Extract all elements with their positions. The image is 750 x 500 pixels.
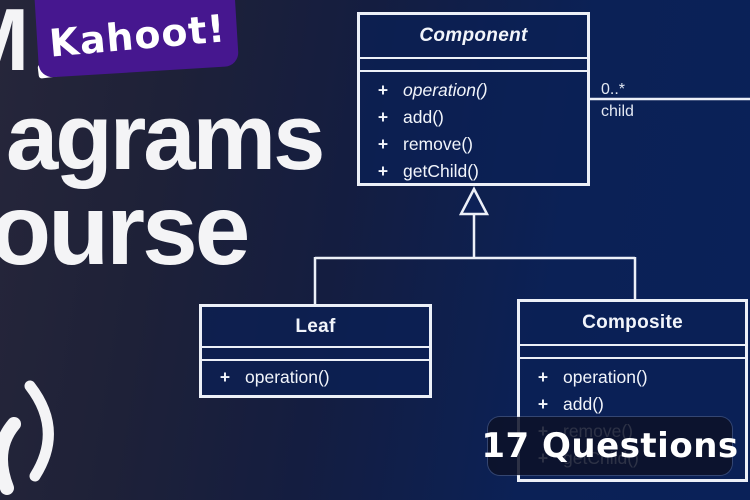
- class-methods-section: + operation() + add() + remove() + getCh…: [360, 72, 587, 185]
- method-row: + add(): [520, 391, 745, 418]
- headline-letter-fragment: M: [0, 0, 29, 84]
- method-name: operation(): [563, 367, 648, 387]
- method-row: + getChild(): [360, 158, 587, 185]
- method-row: + operation(): [360, 77, 587, 104]
- method-row: + operation(): [202, 361, 429, 394]
- question-count-label: 17 Questions: [481, 426, 739, 466]
- method-name: add(): [563, 394, 604, 414]
- class-title: Composite: [520, 302, 745, 346]
- visibility-plus-icon: +: [377, 134, 389, 154]
- method-name: operation(): [403, 80, 488, 100]
- method-row: + remove(): [360, 131, 587, 158]
- visibility-plus-icon: +: [377, 107, 389, 127]
- class-title: Leaf: [202, 307, 429, 348]
- question-count-badge: 17 Questions: [481, 417, 738, 475]
- inheritance-triangle-icon: [458, 186, 490, 216]
- visibility-plus-icon: +: [219, 367, 231, 387]
- uml-class-component: Component + operation() + add() + remove…: [357, 12, 590, 186]
- method-row: + operation(): [520, 364, 745, 391]
- visibility-plus-icon: +: [377, 80, 389, 100]
- class-attributes-section: [360, 59, 587, 72]
- method-name: add(): [403, 107, 444, 127]
- visibility-plus-icon: +: [377, 161, 389, 181]
- class-attributes-section: [202, 348, 429, 361]
- quote-fragment-shape: [0, 417, 21, 495]
- closing-paren-shape: [24, 380, 54, 482]
- method-row: + add(): [360, 104, 587, 131]
- class-attributes-section: [520, 346, 745, 359]
- association-role-label: child: [601, 103, 634, 120]
- class-title: Component: [360, 15, 587, 59]
- association-multiplicity-label: 0..*: [601, 81, 626, 98]
- headline-line2: ourse: [0, 174, 250, 286]
- visibility-plus-icon: +: [537, 394, 549, 414]
- uml-class-leaf: Leaf + operation(): [199, 304, 432, 398]
- method-name: operation(): [245, 367, 330, 387]
- method-name: remove(): [403, 134, 474, 154]
- decorative-quote-shapes: [0, 380, 54, 495]
- method-name: getChild(): [403, 161, 479, 181]
- headline-line1: agrams: [6, 84, 325, 189]
- visibility-plus-icon: +: [537, 367, 549, 387]
- class-methods-section: + operation(): [202, 361, 429, 394]
